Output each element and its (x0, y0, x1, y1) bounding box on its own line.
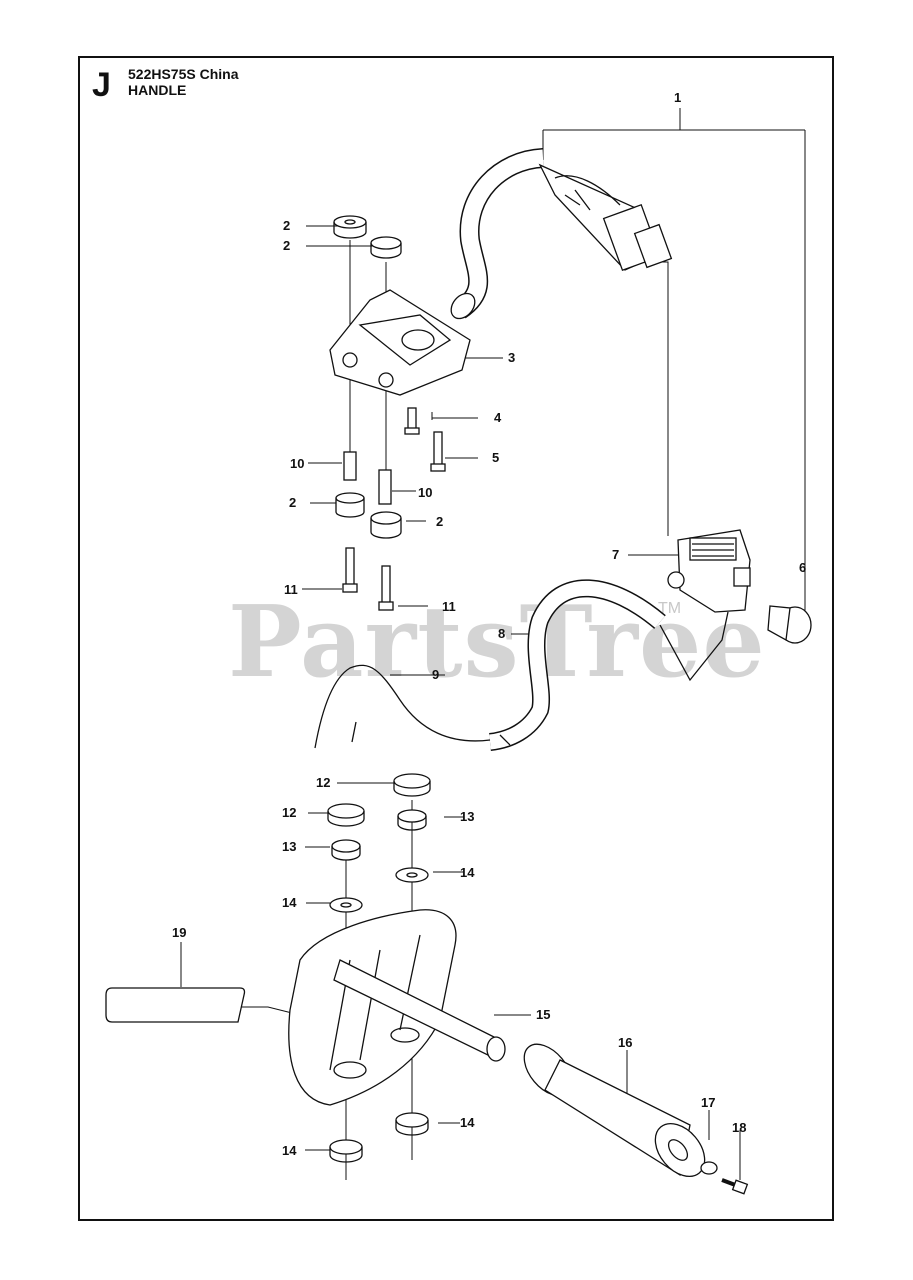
section-letter: J (92, 66, 111, 104)
rubber-washer-top-2 (370, 236, 402, 259)
callout-15: 15 (536, 1007, 551, 1022)
washer-17 (700, 1161, 718, 1175)
watermark: PartsTree (228, 585, 766, 700)
throttle-cable (314, 664, 511, 749)
callout-11b: 11 (442, 599, 456, 614)
section-title: HANDLE (128, 82, 187, 98)
watermark-trademark: TM (658, 600, 682, 617)
callout-13b: 13 (282, 839, 297, 854)
bolt-11a (342, 547, 358, 593)
callout-8: 8 (498, 626, 506, 641)
washer-14d (329, 1139, 363, 1163)
callout-7: 7 (612, 547, 620, 562)
callout-1: 1 (674, 90, 682, 105)
screw-18 (721, 1178, 749, 1195)
callout-14d: 14 (282, 1143, 297, 1158)
callout-2d: 2 (436, 514, 444, 529)
callout-9: 9 (432, 667, 440, 682)
cap-12b (327, 803, 365, 827)
loop-handle-assembly (450, 148, 673, 320)
callout-2a: 2 (283, 218, 291, 233)
end-cap (767, 605, 812, 644)
damper-13a (397, 809, 427, 831)
callout-2c: 2 (289, 495, 297, 510)
handle-bracket (329, 289, 471, 396)
washer-14a (395, 867, 429, 883)
callout-13a: 13 (460, 809, 475, 824)
model-title: 522HS75S China (128, 66, 239, 82)
screw-4 (404, 407, 420, 435)
callout-12a: 12 (316, 775, 331, 790)
decal-plate (105, 987, 246, 1023)
callout-17: 17 (701, 1095, 716, 1110)
callout-5: 5 (492, 450, 500, 465)
callout-12b: 12 (282, 805, 297, 820)
diagram-frame (78, 56, 834, 1221)
callout-14b: 14 (282, 895, 297, 910)
callout-2b: 2 (283, 238, 291, 253)
callout-16: 16 (618, 1035, 633, 1050)
damper-13b (331, 839, 361, 861)
spacer-10b (378, 469, 392, 505)
screw-5 (430, 431, 446, 472)
lower-handle-bar (488, 579, 729, 751)
callout-14a: 14 (460, 865, 475, 880)
callout-6: 6 (799, 560, 807, 575)
cap-12a (393, 773, 431, 797)
callout-10b: 10 (418, 485, 433, 500)
side-handle (523, 1043, 706, 1177)
washer-14c (395, 1112, 429, 1136)
leader-lines (180, 108, 806, 1180)
callout-3: 3 (508, 350, 516, 365)
callout-14c: 14 (460, 1115, 475, 1130)
protective-guard (288, 909, 506, 1106)
callout-11a: 11 (284, 582, 298, 597)
callout-19: 19 (172, 925, 187, 940)
rubber-damper-lower-1 (335, 492, 365, 518)
rubber-washer-top-1 (333, 215, 367, 239)
throttle-housing (667, 529, 751, 613)
rubber-damper-lower-2 (370, 511, 402, 539)
callout-10a: 10 (290, 456, 305, 471)
washer-14b (329, 897, 363, 913)
callout-18: 18 (732, 1120, 747, 1135)
callout-4: 4 (494, 410, 502, 425)
bolt-11b (378, 565, 394, 611)
spacer-10a (343, 451, 357, 481)
